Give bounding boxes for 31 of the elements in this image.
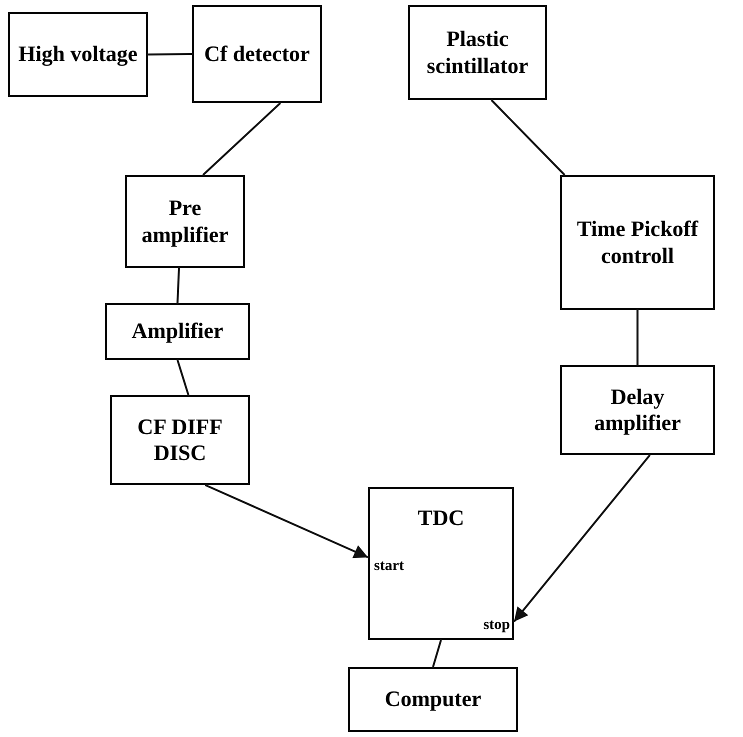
process-box <box>192 5 322 103</box>
process-box <box>8 12 148 97</box>
process-box <box>125 175 245 268</box>
box-label: Computer <box>384 685 482 714</box>
connector-line <box>636 310 638 365</box>
connector-line <box>176 360 190 396</box>
connector-line <box>202 102 282 176</box>
box-label: TDC <box>416 504 466 532</box>
connector-line <box>176 268 180 304</box>
connector-line <box>148 53 192 56</box>
process-box <box>368 487 514 640</box>
box-label: Amplifier <box>130 317 224 346</box>
process-box <box>110 395 250 485</box>
process-box <box>105 303 250 360</box>
box-label: Plastic scintillator <box>426 25 530 80</box>
arrow <box>204 484 368 558</box>
box-label: High voltage <box>17 40 139 68</box>
box-label: Delay amplifier <box>593 382 682 437</box>
process-box <box>560 175 715 310</box>
port-label: start <box>374 557 404 575</box>
port-label: stop <box>483 616 510 634</box>
connector-line <box>490 99 566 176</box>
process-box <box>348 667 518 732</box>
box-label: CF DIFF DISC <box>136 412 224 467</box>
connector-line <box>432 640 442 668</box>
box-label: Pre amplifier <box>140 194 230 249</box>
process-box <box>560 365 715 455</box>
arrow <box>513 454 651 622</box>
box-label: Time Pickoff controll <box>576 215 700 270</box>
box-label: Cf detector <box>203 40 311 68</box>
process-box <box>408 5 547 100</box>
